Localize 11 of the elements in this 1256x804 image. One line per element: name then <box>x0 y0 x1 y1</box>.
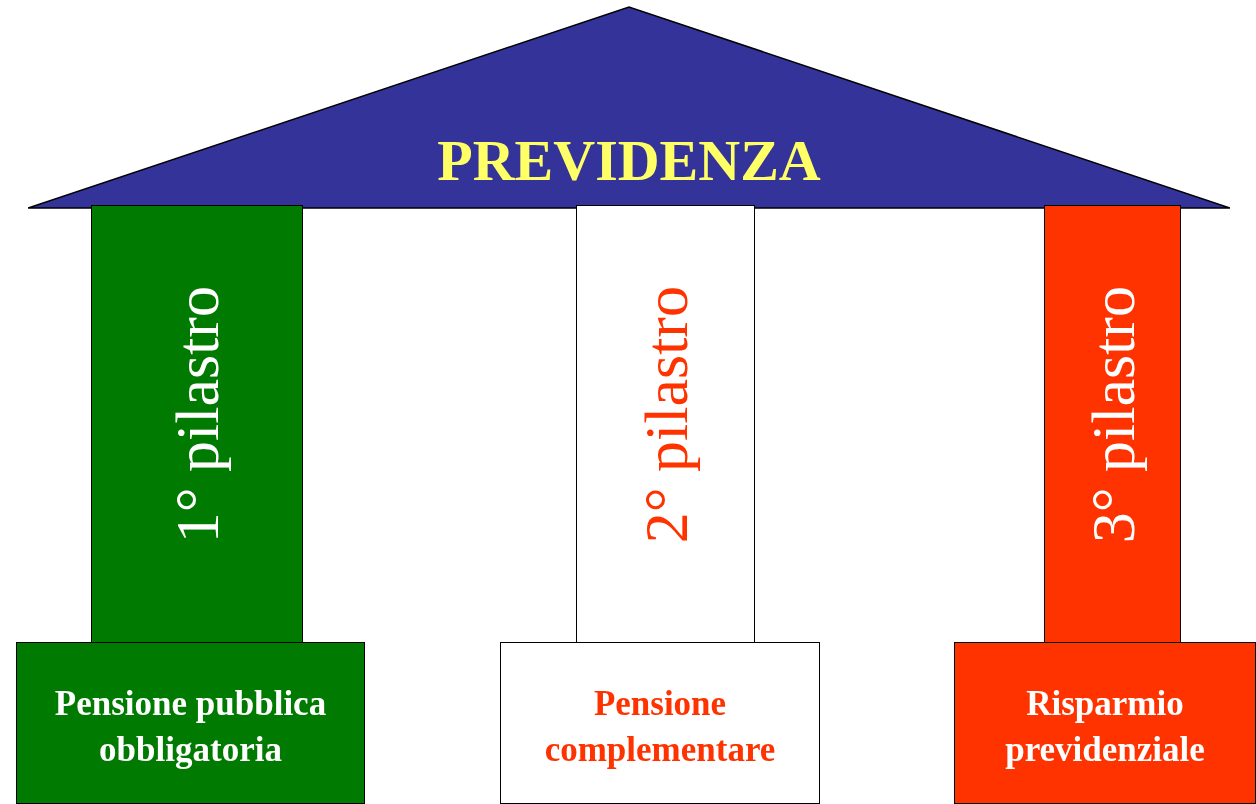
base-label: Pensione pubblica obbligatoria <box>53 683 328 771</box>
roof-title: PREVIDENZA <box>437 126 821 194</box>
pillar <box>1044 205 1181 643</box>
base-label: Risparmio previdenziale <box>1004 683 1206 771</box>
roof-shape <box>28 6 1230 210</box>
base-block <box>500 642 820 804</box>
base-block <box>16 642 365 804</box>
pillar <box>91 205 303 643</box>
base-block <box>954 642 1256 804</box>
pillar <box>576 205 755 643</box>
base-label: Pensione complementare <box>543 683 777 771</box>
